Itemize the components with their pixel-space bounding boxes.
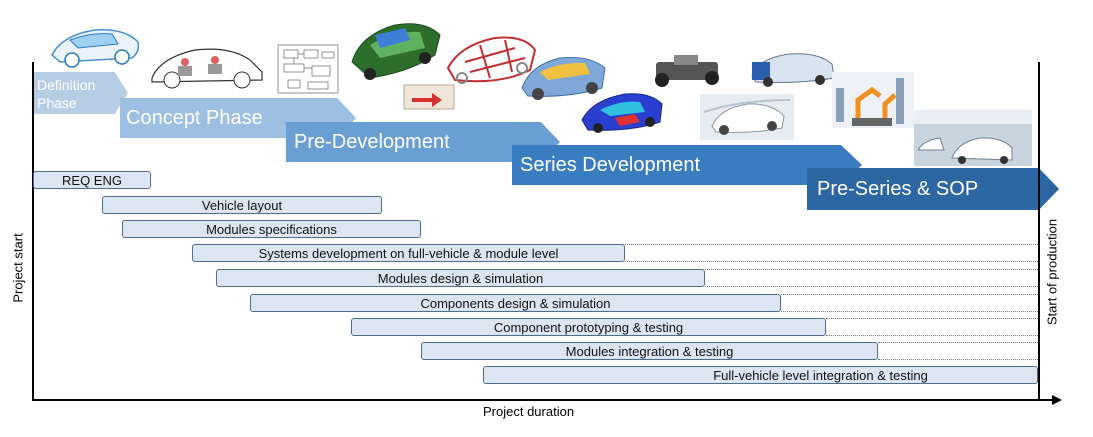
- phase-definition-line2: Phase: [37, 95, 77, 111]
- activity-extension: [878, 342, 1038, 360]
- activity-bar-vehicle-layout: Vehicle layout: [102, 196, 382, 214]
- phase-pre-series-sop: Pre-Series & SOP: [807, 168, 1059, 210]
- activity-bar-full-vehicle-integration: Full-vehicle level integration & testing: [483, 366, 1038, 384]
- activity-bar-component-prototyping: Component prototyping & testing: [351, 318, 826, 336]
- x-axis-arrowhead: [1052, 395, 1062, 405]
- frame-structure-cad: [446, 36, 537, 84]
- activity-bar-req-eng: REQ ENG: [33, 171, 151, 189]
- activity-extension: [781, 294, 1038, 312]
- illustrations: [51, 23, 1032, 166]
- test-car-photo: [700, 94, 794, 140]
- crash-simulation-render: [581, 93, 663, 133]
- activity-bar-systems-development: Systems development on full-vehicle & mo…: [192, 244, 625, 262]
- activity-extension: [826, 318, 1038, 336]
- production-line-photo: [914, 110, 1032, 166]
- y-axis-left: [32, 62, 34, 400]
- activity-extension: [625, 244, 1038, 262]
- phase-concept: Concept Phase: [120, 98, 356, 138]
- activity-bar-components-design: Components design & simulation: [250, 294, 781, 312]
- body-in-white-cad: [351, 23, 441, 80]
- assembly-robot-photo: [832, 72, 914, 128]
- vehicle-simulation-render: [521, 57, 606, 100]
- sketch-car-illustration: [51, 29, 140, 68]
- activity-bar-modules-design: Modules design & simulation: [216, 269, 705, 287]
- prototype-car-photo: [751, 53, 835, 87]
- activity-bar-modules-specifications: Modules specifications: [122, 220, 421, 238]
- phase-definition: Definition Phase: [33, 72, 128, 114]
- y-axis-right: [1038, 62, 1040, 400]
- parts-photo: [403, 84, 455, 110]
- x-axis: [32, 399, 1056, 401]
- x-axis-label: Project duration: [483, 404, 575, 419]
- phase-series-development: Series Development: [512, 145, 862, 185]
- y-axis-left-label: Project start: [10, 233, 26, 303]
- activity-extension: [705, 269, 1038, 287]
- phase-definition-line1: Definition: [37, 77, 96, 93]
- y-axis-right-label: Start of production: [1044, 218, 1060, 326]
- schematic-diagram: [277, 44, 339, 94]
- chassis-photo: [655, 55, 719, 87]
- vehicle-package-drawing: [151, 48, 263, 89]
- activity-bar-modules-integration: Modules integration & testing: [421, 342, 878, 360]
